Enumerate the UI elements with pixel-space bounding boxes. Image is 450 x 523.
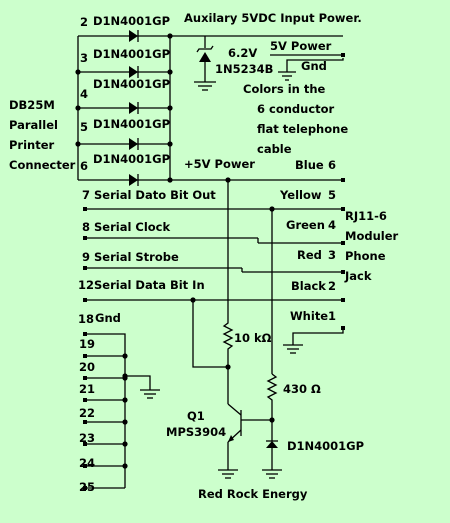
diode-pin-5-part: D1N4001GP [93,117,170,131]
diode-pin-3 [78,66,170,78]
wire-yellow-color: Yellow [279,188,322,202]
transistor-ref: Q1 [187,409,205,423]
signal-pin-18-number: 18 [78,312,94,326]
ground-pin-22: 22 [79,406,95,420]
signal-pin-9-number: 9 [82,250,90,264]
resistor-10k-label: 10 kΩ [234,331,272,345]
transistor-q1 [218,403,272,479]
zener-voltage-label: 6.2V [228,46,257,60]
zener-ground-symbol [194,81,216,91]
power-5v-terminal [270,53,345,57]
signal-serial-data-in [83,297,345,368]
resistor-430-label: 430 Ω [283,382,321,396]
ground-pin-23: 23 [79,431,95,445]
ground-pin-19: 19 [79,337,95,351]
signal-pin-12-name: Serial Data Bit In [94,278,205,292]
colors-note-line-1: Colors in the [243,82,326,96]
wire-blue-color: Blue [295,158,324,172]
aux-ground-symbol [278,58,344,81]
output-diode [262,440,282,479]
diode-pin-3-number: 3 [80,51,88,65]
diode-pin-5-number: 5 [80,120,88,134]
plus5v-label: +5V Power [184,157,255,171]
signal-serial-strobe [83,266,345,274]
diode-pin-4 [78,102,170,114]
power-5v-label: 5V Power [270,39,332,53]
footer-credit: Red Rock Energy [198,487,308,501]
ground-pin-21: 21 [79,382,95,396]
diode-pin-5 [78,138,170,150]
ground-bus [83,332,160,490]
connector-label-line-3: Printer [9,138,55,152]
connector-label-line-2: Parallel [9,118,58,132]
wire-white-number: 1 [328,309,336,323]
colors-note-line-2: 6 conductor [257,102,335,116]
aux-power-label: Auxilary 5VDC Input Power. [184,11,362,25]
wire-white-color: White [290,309,328,323]
signal-pin-12-number: 12 [78,278,94,292]
ground-pin-20: 20 [79,360,95,374]
signal-pin-9-name: Serial Strobe [94,250,179,264]
signal-pin-8-name: Serial Clock [94,220,171,234]
wire-red-number: 3 [328,248,336,262]
signal-pin-18-name: Gnd [95,311,121,325]
jack-label-line-1: RJ11-6 [345,209,387,223]
zener-part-label: 1N5234B [215,62,273,76]
resistor-10k [222,320,234,404]
connector-label-line-1: DB25M [9,98,55,112]
jack-label-line-4: Jack [344,269,372,283]
diode-pin-2-number: 2 [80,15,88,29]
diode-pin-6 [78,174,228,186]
jack-label-line-3: Phone [345,249,386,263]
diode-pin-2 [78,30,170,42]
ground-pin-25: 25 [79,480,95,494]
jack-label-line-2: Moduler [345,229,399,243]
diode-pin-3-part: D1N4001GP [93,47,170,61]
plus5v-net [167,177,345,320]
diode-pin-2-part: D1N4001GP [93,14,170,28]
connector-label-line-4: Connecter [9,158,76,172]
signal-serial-clock [83,236,345,245]
diode-pin-4-part: D1N4001GP [93,77,170,91]
diode-pin-6-number: 6 [80,159,88,173]
aux-gnd-label: Gnd [301,59,327,73]
diode-pin-4-number: 4 [80,87,88,101]
ground-pin-24: 24 [79,456,95,470]
colors-note-line-4: cable [257,142,292,156]
signal-pin-7-number: 7 [82,188,90,202]
wire-black-color: Black [291,279,326,293]
transistor-part: MPS3904 [166,425,226,439]
output-diode-label: D1N4001GP [287,439,364,453]
white-wire-ground [283,326,345,354]
wire-green-number: 4 [328,218,336,232]
wire-yellow-number: 5 [328,188,336,202]
signal-pin-8-number: 8 [82,220,90,234]
zener-diode [196,45,214,82]
wire-blue-number: 6 [328,158,336,172]
colors-note-line-3: flat telephone [257,122,348,136]
signal-pin-7-name: Serial Dato Bit Out [94,188,216,202]
wire-red-color: Red [297,248,322,262]
wire-green-color: Green [286,218,325,232]
resistor-430 [266,373,278,441]
signal-serial-data-out [83,206,345,374]
diode-pin-6-part: D1N4001GP [93,152,170,166]
diode-bank: 2 D1N4001GP 3 D1N4001GP 4 D1N4001GP 5 D1… [75,14,228,186]
wire-black-number: 2 [328,279,336,293]
